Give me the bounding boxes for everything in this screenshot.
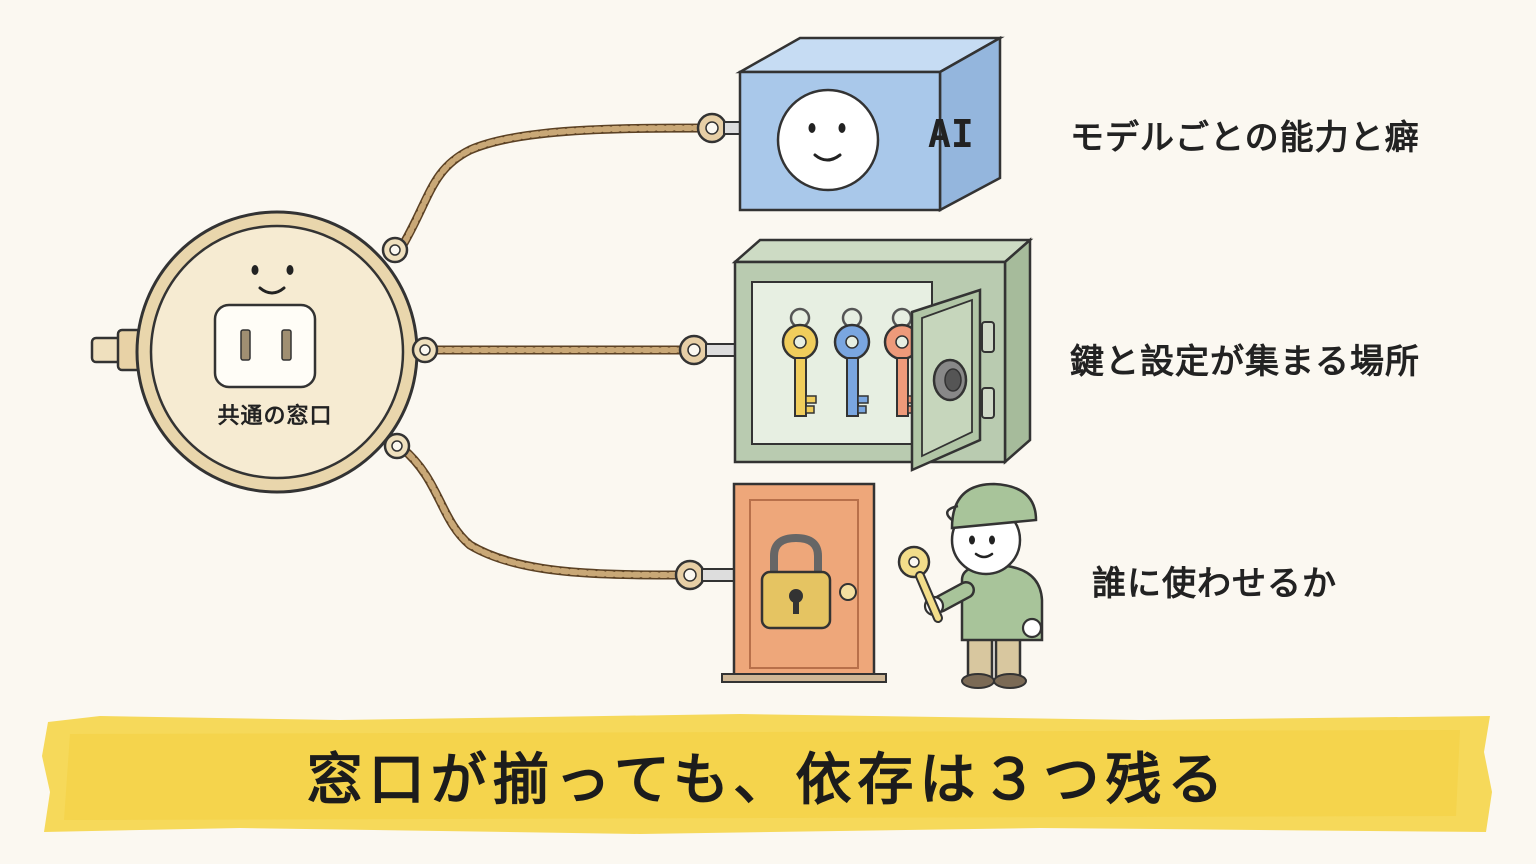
highlight-banner bbox=[42, 714, 1492, 834]
ai-box-letters: AI bbox=[928, 112, 974, 156]
dependency-label-model: モデルごとの能力と癖 bbox=[1070, 118, 1420, 158]
held-key-icon bbox=[897, 545, 943, 623]
rope-top bbox=[395, 123, 717, 255]
hub-connector bbox=[90, 210, 439, 494]
locked-door bbox=[674, 482, 887, 683]
key-safe bbox=[678, 237, 1034, 472]
ai-cube bbox=[696, 35, 1005, 213]
yellow-key-icon bbox=[781, 307, 819, 417]
hub-label: 共通の窓口 bbox=[217, 404, 333, 429]
person-with-key bbox=[897, 482, 1044, 689]
banner-message: 窓口が揃っても、依存は３つ残る bbox=[306, 747, 1230, 813]
hub-face-icon bbox=[251, 265, 294, 295]
power-socket-icon bbox=[213, 303, 317, 389]
safe-door bbox=[910, 288, 995, 472]
ai-face-icon bbox=[776, 88, 880, 192]
rope-bottom bbox=[397, 443, 695, 580]
dependency-label-access: 誰に使わせるか bbox=[1092, 564, 1337, 604]
dependency-label-keys: 鍵と設定が集まる場所 bbox=[1070, 342, 1420, 382]
blue-key-icon bbox=[833, 307, 871, 417]
dial-icon bbox=[932, 358, 968, 402]
padlock-icon bbox=[760, 533, 832, 630]
